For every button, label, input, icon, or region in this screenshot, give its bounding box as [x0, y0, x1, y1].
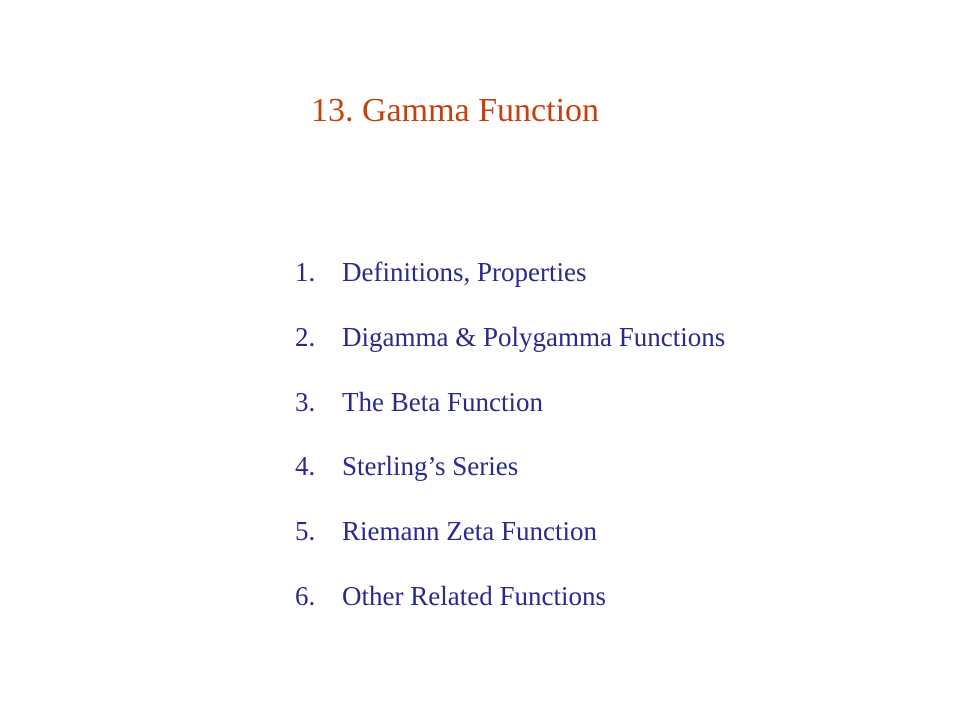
- toc-item-number: 6.: [295, 580, 316, 611]
- toc-item-riemann-zeta: 5. Riemann Zeta Function: [0, 507, 960, 572]
- toc-item-number: 1.: [295, 257, 316, 287]
- toc-item-label: Definitions, Properties: [342, 257, 587, 287]
- toc-item-number: 4.: [295, 451, 316, 482]
- toc-item-digamma-polygamma: 2. Digamma & Polygamma Functions: [0, 313, 960, 378]
- toc-item-other-related: 6. Other Related Functions: [0, 572, 960, 637]
- toc-item-beta-function: 3. The Beta Function: [0, 378, 960, 443]
- toc-item-number: 5.: [295, 516, 316, 547]
- toc-item-label: Other Related Functions: [342, 580, 606, 611]
- toc-item-label: Riemann Zeta Function: [342, 516, 597, 547]
- toc-item-definitions-properties: 1. Definitions, Properties: [0, 248, 960, 313]
- toc-item-number: 2.: [295, 321, 316, 352]
- toc-item-label: Sterling’s Series: [342, 451, 519, 482]
- toc-item-label: The Beta Function: [342, 386, 543, 417]
- table-of-contents: 1. Definitions, Properties 2. Digamma & …: [0, 248, 960, 637]
- slide-title: 13. Gamma Function: [311, 92, 600, 129]
- toc-item-label: Digamma & Polygamma Functions: [342, 321, 726, 352]
- toc-item-sterlings-series: 4. Sterling’s Series: [0, 442, 960, 507]
- toc-item-number: 3.: [295, 386, 316, 417]
